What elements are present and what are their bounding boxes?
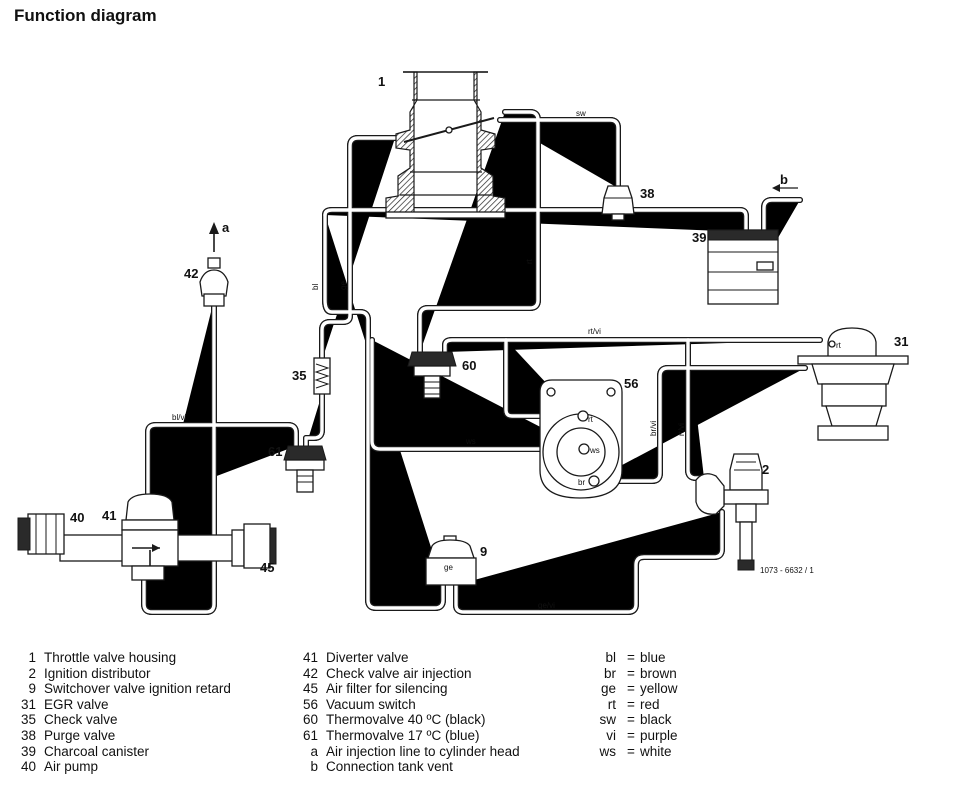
line-label-rt-vi-vertical: rt/vi [677, 423, 686, 436]
function-diagram: 1 38 39 b 60 35 [17, 71, 909, 615]
label-b: b [780, 172, 788, 187]
legend-color-item: vi=purple [606, 727, 678, 743]
line-labels: sw rt bl ge rt/vi rt/vi br/vi bl/vi ws g… [172, 109, 686, 610]
label-60: 60 [462, 358, 476, 373]
vacuum-switch-br: br [578, 478, 585, 487]
label-a: a [222, 220, 230, 235]
arrow-b: b [772, 172, 798, 192]
thermovalve-17: 61 [268, 444, 327, 493]
legend-color-item: rt=red [607, 696, 660, 712]
label-42: 42 [184, 266, 198, 281]
vacuum-switch-rt: rt [588, 415, 594, 424]
purge-valve: 38 [601, 185, 654, 221]
label-35: 35 [292, 368, 306, 383]
label-31: 31 [894, 334, 908, 349]
check-valve-air-injection: a 42 [184, 220, 230, 307]
air-pump: 40 [17, 510, 84, 555]
switchover-valve: ge 9 [425, 535, 487, 586]
line-label-br-vi: br/vi [649, 421, 658, 436]
diverter-valve: 41 [102, 493, 179, 581]
vacuum-switch-ws: ws [589, 446, 600, 455]
charcoal-canister: 39 [692, 229, 779, 305]
egr-valve: rt 31 [797, 327, 909, 441]
throttle-valve-housing: 1 [378, 71, 506, 219]
switchover-ge: ge [444, 563, 453, 572]
label-38: 38 [640, 186, 654, 201]
label-61: 61 [268, 444, 282, 459]
line-label-rt-vi-top: rt/vi [588, 327, 601, 336]
legend-color-item: ws=white [599, 743, 672, 759]
page-title: Function diagram [14, 6, 157, 25]
legend-color-item: bl=blue [605, 650, 666, 665]
drawing-number: 1073 - 6632 / 1 [760, 566, 814, 575]
ignition-distributor: 2 1073 - 6632 / 1 [695, 453, 814, 575]
line-label-ws: ws [465, 437, 476, 446]
legend-color-item: ge=yellow [600, 681, 678, 697]
check-valve: 35 [292, 357, 331, 395]
vacuum-switch: rt ws br 56 [539, 376, 638, 499]
legend-colors: bl=blue br=brown ge=yellow rt=red sw=bla… [590, 650, 678, 759]
air-filter: 45 [231, 523, 277, 575]
label-9: 9 [480, 544, 487, 559]
egr-rt: rt [836, 341, 842, 350]
line-label-ge-vi: ge/vi [538, 601, 555, 610]
line-label-ge: ge [339, 281, 348, 290]
line-label-rt: rt [525, 258, 534, 264]
line-label-bl: bl [311, 284, 320, 290]
legend-color-item: br=brown [603, 665, 677, 681]
label-39: 39 [692, 230, 706, 245]
label-40: 40 [70, 510, 84, 525]
label-41: 41 [102, 508, 116, 523]
label-56: 56 [624, 376, 638, 391]
label-2: 2 [762, 462, 769, 477]
thermovalve-40: 60 [407, 351, 476, 399]
label-45: 45 [260, 560, 274, 575]
label-1: 1 [378, 74, 385, 89]
line-label-bl-vi: bl/vi [172, 413, 186, 422]
legend-color-item: sw=black [599, 712, 672, 728]
line-label-sw: sw [576, 109, 586, 118]
